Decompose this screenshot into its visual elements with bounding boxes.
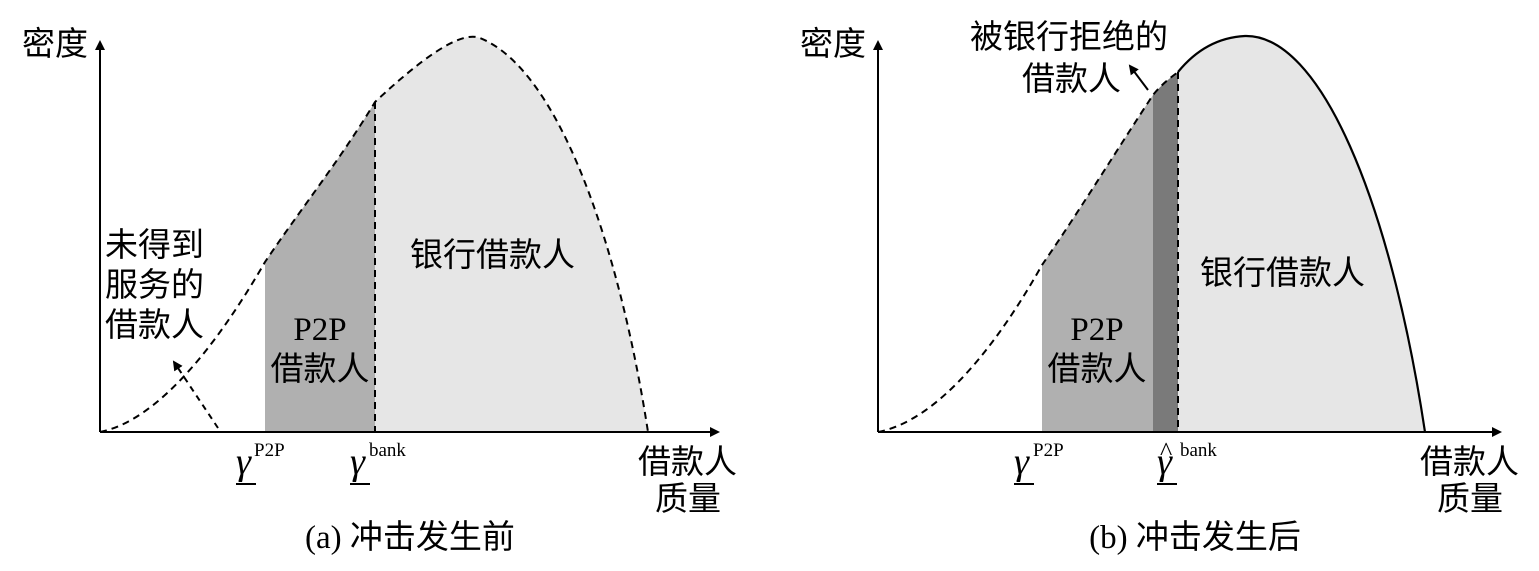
tick-gamma-bank-a: γ bank [350,440,406,485]
x-axis-label-line1-a: 借款人 [638,444,737,481]
bank-region-label-b: 银行借款人 [1200,255,1365,292]
svg-text:γ: γ [236,441,252,483]
y-axis-label-b: 密度 [800,26,866,63]
tick-gamma-hat-bank-b: γ ^ bank [1157,437,1217,485]
p2p-region-a [265,102,375,432]
svg-text:^: ^ [1160,437,1172,466]
svg-text:P2P: P2P [254,440,285,461]
svg-text:γ: γ [1157,441,1173,483]
svg-text:γ: γ [1014,441,1030,483]
p2p-region-label-line1-b: P2P [1070,312,1123,348]
y-axis-label-a: 密度 [22,26,88,63]
p2p-region-b [1042,95,1153,432]
svg-text:P2P: P2P [1033,440,1064,461]
bank-region-label-a: 银行借款人 [410,237,575,274]
tick-gamma-p2p-b: γ P2P [1014,440,1064,485]
x-axis-label-line1-b: 借款人 [1420,444,1519,481]
tick-gamma-p2p-a: γ P2P [236,440,285,485]
density-curve-a [99,35,649,433]
caption-a: (a) 冲击发生前 [305,519,515,556]
unserved-label-line2-a: 服务的 [105,267,204,304]
density-curve-solid-b [1177,34,1427,433]
panel-a: 密度 借款人 质量 未得到 服务的 借款人 P2P 借款人 银行借款人 γ P2… [22,26,737,556]
svg-text:γ: γ [350,441,366,483]
unserved-label-line3-a: 借款人 [105,307,204,344]
svg-text:bank: bank [1180,440,1217,461]
x-axis-label-line2-a: 质量 [655,481,721,518]
density-curve-dashed-b [877,71,1179,433]
rejected-label-line1-b: 被银行拒绝的 [970,19,1168,56]
unserved-pointer-a [172,360,219,429]
rejected-pointer-b [1128,64,1149,91]
p2p-region-label-line2-b: 借款人 [1048,351,1147,388]
caption-b: (b) 冲击发生后 [1089,519,1301,556]
p2p-region-label-line1-a: P2P [293,312,346,348]
bank-region-b [1178,35,1425,433]
panel-b: 密度 借款人 质量 被银行拒绝的 借款人 P2P 借款人 银行借款人 γ P2P… [800,19,1519,556]
rejected-label-line2-b: 借款人 [1022,61,1121,98]
bank-region-a [375,36,648,433]
x-axis-label-line2-b: 质量 [1437,481,1503,518]
unserved-label-line1-a: 未得到 [105,227,204,264]
p2p-region-label-line2-a: 借款人 [271,351,370,388]
rejected-region-b [1153,72,1178,432]
svg-text:bank: bank [369,440,406,461]
